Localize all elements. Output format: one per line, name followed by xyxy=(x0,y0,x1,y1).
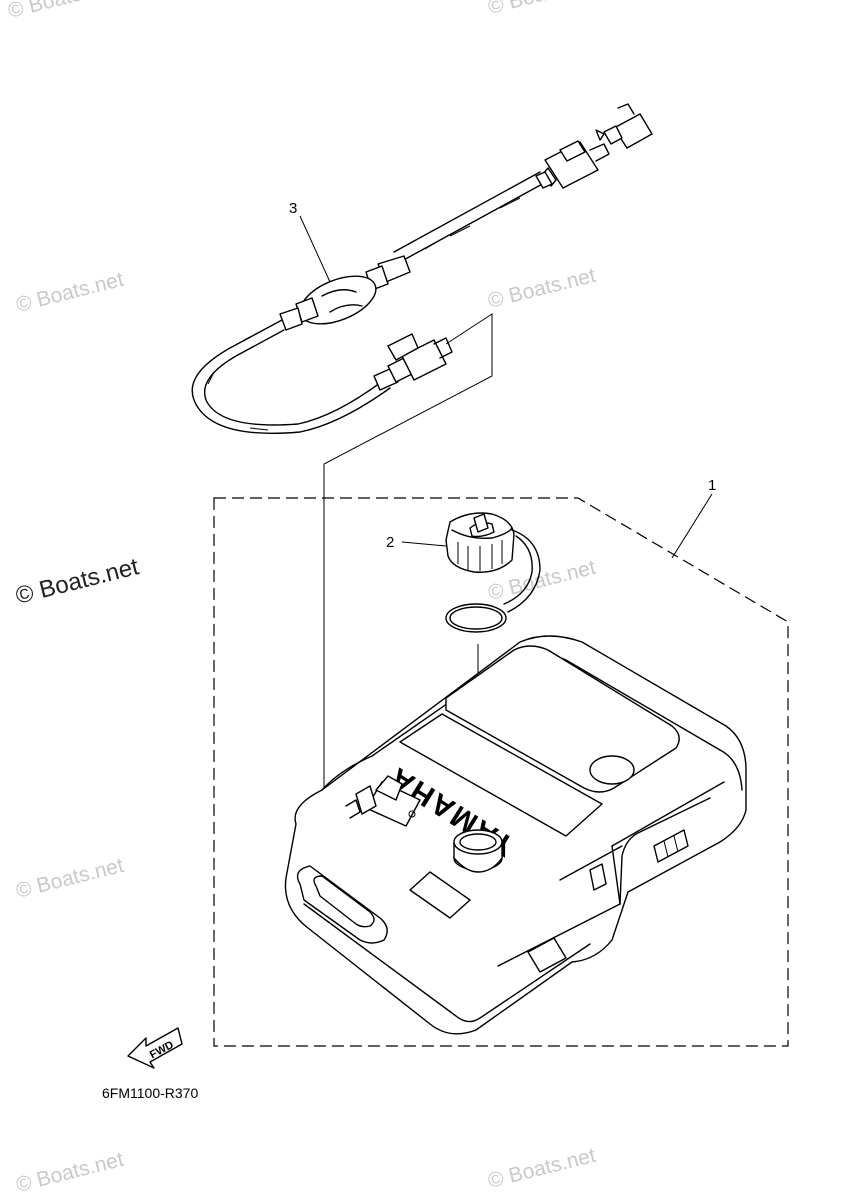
tank-outlet-fitting xyxy=(345,775,421,827)
connection-guide-line xyxy=(323,313,493,820)
watermark-bottom-center: © Boats.net xyxy=(486,1144,598,1193)
carry-handle xyxy=(296,865,388,944)
watermark-prominent: © Boats.net xyxy=(13,553,142,610)
callout-1-leader xyxy=(671,493,713,559)
callout-3-leader xyxy=(299,215,331,283)
watermark-top-center: © Boats.net xyxy=(486,0,598,19)
watermark-center-upper: © Boats.net xyxy=(486,264,598,313)
watermark-left-lower: © Boats.net xyxy=(14,854,126,903)
fwd-arrow-icon: FWD xyxy=(127,1027,183,1069)
callout-2-leader xyxy=(401,541,447,547)
assembly-boundary xyxy=(213,497,789,1047)
callout-1-number: 1 xyxy=(708,477,716,494)
fuel-hose-assembly: 3 xyxy=(191,103,653,435)
watermarks: © Boats.net © Boats.net © Boats.net © Bo… xyxy=(6,0,598,1197)
primer-bulb xyxy=(279,255,411,331)
filler-neck xyxy=(453,829,503,873)
watermark-top-left: © Boats.net xyxy=(6,0,118,23)
tank-connector xyxy=(373,333,453,391)
callout-2-number: 2 xyxy=(386,534,394,551)
outlet-connector xyxy=(535,140,610,189)
watermark-left-upper: © Boats.net xyxy=(14,268,126,317)
diagram-code: 6FM1100-R370 xyxy=(102,1085,198,1101)
callout-3-number: 3 xyxy=(289,200,297,217)
engine-fitting xyxy=(595,103,653,149)
watermark-bottom-left: © Boats.net xyxy=(14,1148,126,1197)
fuel-cap: 2 xyxy=(386,512,541,633)
fuel-tank: YAMAHA xyxy=(284,635,747,1035)
